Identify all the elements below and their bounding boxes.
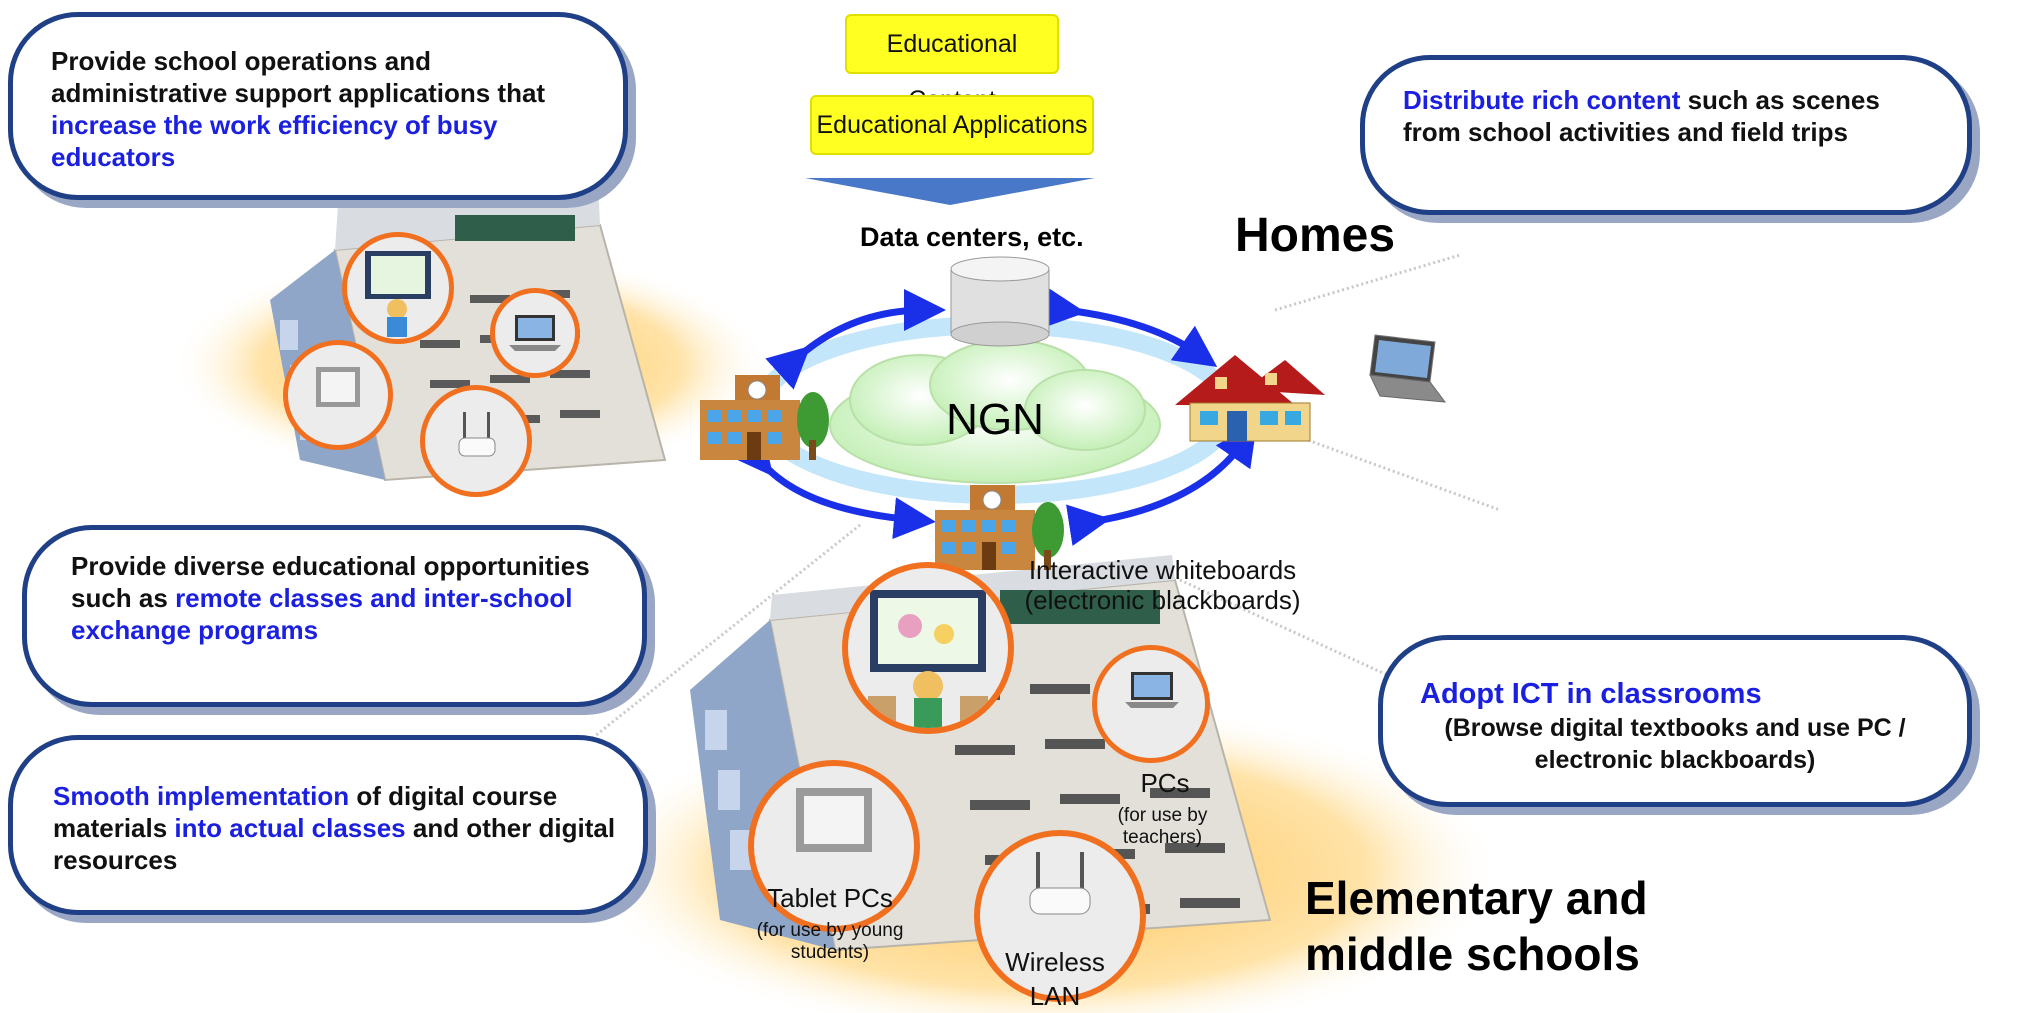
smooth-implementation-highlight-2: into actual classes xyxy=(174,813,406,843)
callout-smooth-implementation: Smooth implementation of digital course … xyxy=(8,735,648,915)
homes-label: Homes xyxy=(1235,209,1396,262)
schools-label: Elementary and middle schools xyxy=(1305,872,1648,980)
pcs-label: PCs xyxy=(1140,768,1190,798)
admin-support-text: Provide school operations and administra… xyxy=(51,46,546,108)
network-arrows xyxy=(730,286,1257,546)
tablet-icon xyxy=(283,340,393,450)
tablets-label: Tablet PCs xyxy=(767,883,893,913)
tablet-icon xyxy=(748,760,920,932)
school-building-icon xyxy=(935,485,1064,570)
whiteboard-icon xyxy=(842,562,1014,734)
laptop-icon xyxy=(1092,645,1210,763)
smooth-implementation-text-2: and other digital resources xyxy=(53,813,616,875)
adopt-ict-highlight: Adopt ICT in classrooms xyxy=(1420,678,1762,710)
smooth-implementation-text: of digital course materials xyxy=(53,781,558,843)
whiteboard-icon xyxy=(342,232,454,344)
educational-applications-box: Educational Applications xyxy=(810,95,1094,155)
school-building-icon xyxy=(700,375,829,460)
adopt-ict-detail: (Browse digital textbooks and use PC / e… xyxy=(1444,714,1906,774)
educational-content-box: Educational Content xyxy=(845,14,1059,114)
laptop-icon xyxy=(1369,334,1447,403)
callout-admin-support: Provide school operations and administra… xyxy=(8,12,628,200)
rich-content-text: such as scenes from school activities an… xyxy=(1403,85,1880,147)
down-arrow-shape xyxy=(805,178,1095,205)
wireless-label: Wireless LAN xyxy=(1005,947,1105,1011)
diverse-opportunities-text: Provide diverse educational opportunitie… xyxy=(71,551,590,613)
educational-applications-label: Educational Applications xyxy=(816,111,1088,139)
wireless-router-icon xyxy=(974,830,1146,1002)
admin-support-highlight: increase the work efficiency of busy edu… xyxy=(51,110,498,172)
database-icon xyxy=(950,256,1050,347)
connection-lines xyxy=(589,253,1501,742)
laptop-icon xyxy=(490,288,580,378)
ngn-label: NGN xyxy=(946,395,1044,444)
data-centers-label: Data centers, etc. xyxy=(860,222,1084,252)
whiteboards-label: Interactive whiteboards (electronic blac… xyxy=(1024,555,1301,615)
pcs-note: (for use by teachers) xyxy=(1117,805,1208,848)
house-icon xyxy=(1175,355,1325,442)
callout-diverse-opportunities: Provide diverse educational opportunitie… xyxy=(22,525,647,707)
callout-adopt-ict: Adopt ICT in classrooms (Browse digital … xyxy=(1378,635,1972,807)
smooth-implementation-highlight: Smooth implementation xyxy=(53,781,350,811)
callout-rich-content: Distribute rich content such as scenes f… xyxy=(1360,55,1972,215)
rich-content-highlight: Distribute rich content xyxy=(1403,85,1681,115)
wireless-router-icon xyxy=(420,385,532,497)
diverse-opportunities-highlight: remote classes and inter-school exchange… xyxy=(71,583,573,645)
tablets-note: (for use by young students) xyxy=(756,920,904,963)
